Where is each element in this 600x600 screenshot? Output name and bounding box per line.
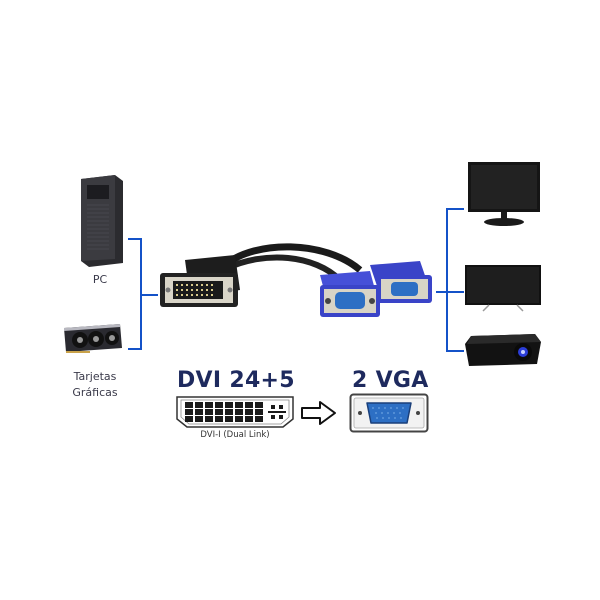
dvi-subtitle: DVI-I (Dual Link) — [200, 430, 270, 440]
graphics-card-label-line1: Tarjetas — [73, 370, 117, 383]
tv-icon — [465, 265, 541, 313]
pc-tower-icon — [75, 175, 127, 267]
vga-port-diagram — [349, 393, 429, 433]
graphics-card-icon — [62, 322, 124, 356]
pc-label: PC — [92, 273, 108, 286]
projector-icon — [465, 330, 543, 370]
arrow-right-icon — [300, 400, 338, 426]
dvi-to-dual-vga-cable-image — [155, 235, 440, 320]
dvi-port-diagram — [175, 395, 295, 429]
dvi-title: DVI 24+5 — [177, 368, 295, 393]
graphics-card-label: Tarjetas Gráficas — [60, 369, 130, 401]
monitor-icon — [466, 162, 542, 228]
graphics-card-label-line2: Gráficas — [72, 386, 118, 399]
vga-title: 2 VGA — [352, 368, 429, 393]
